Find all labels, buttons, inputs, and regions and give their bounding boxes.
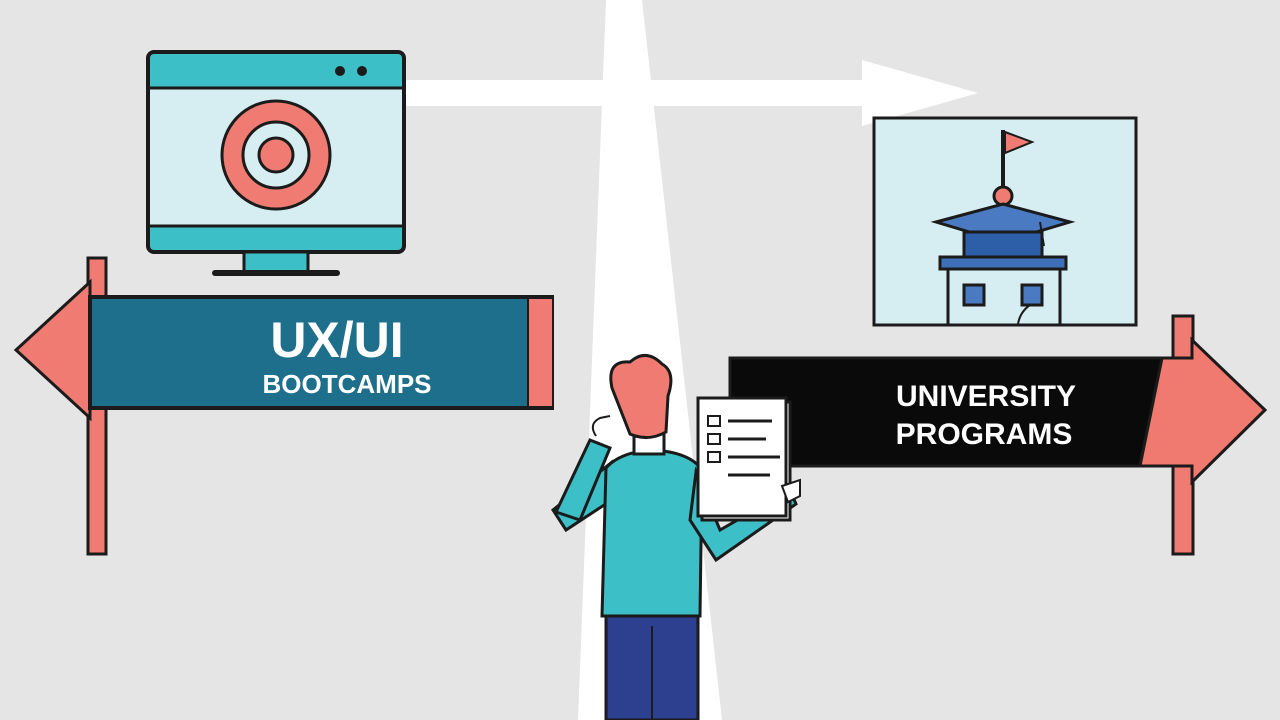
left-signpost: UX/UI BOOTCAMPS (13, 256, 554, 556)
person-figure (551, 354, 798, 720)
checklist-icon (696, 396, 801, 522)
right-sign-subtitle: PROGRAMS (896, 418, 1073, 451)
university-building-icon (872, 116, 1138, 327)
right-sign-title: UNIVERSITY (896, 380, 1076, 413)
left-sign-subtitle: BOOTCAMPS (263, 369, 432, 399)
monitor-target-icon (146, 50, 406, 276)
target-icon (220, 99, 332, 211)
right-signpost: UNIVERSITY PROGRAMS (728, 314, 1268, 556)
left-sign-title: UX/UI (270, 312, 403, 368)
